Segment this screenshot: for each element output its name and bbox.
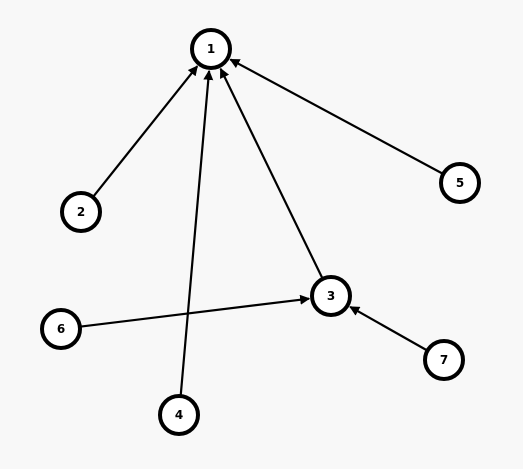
node-label: 3	[327, 289, 335, 303]
node-label: 4	[175, 408, 183, 422]
node-3: 3	[310, 275, 352, 317]
node-2: 2	[60, 191, 102, 233]
node-circle	[310, 275, 352, 317]
node-label: 1	[207, 42, 215, 56]
node-label: 6	[57, 322, 65, 336]
node-4: 4	[158, 394, 200, 436]
node-circle	[439, 162, 481, 204]
nodes-layer: 1 2 3 4 5 6 7	[40, 28, 481, 436]
node-circle	[423, 339, 465, 381]
node-label: 7	[440, 353, 448, 367]
edge-5-to-1	[229, 58, 444, 175]
edge-3-to-1	[219, 67, 324, 280]
edge-7-to-3	[349, 305, 429, 352]
edge-6-to-3	[79, 294, 311, 328]
edges-layer	[79, 58, 444, 397]
node-label: 2	[77, 205, 85, 219]
edge-4-to-1	[179, 69, 214, 397]
node-circle	[40, 308, 82, 350]
node-circle	[190, 28, 232, 70]
node-label: 5	[456, 176, 464, 190]
node-6: 6	[40, 308, 82, 350]
node-7: 7	[423, 339, 465, 381]
edge-2-to-1	[91, 65, 199, 198]
node-1: 1	[190, 28, 232, 70]
node-5: 5	[439, 162, 481, 204]
node-circle	[60, 191, 102, 233]
node-circle	[158, 394, 200, 436]
